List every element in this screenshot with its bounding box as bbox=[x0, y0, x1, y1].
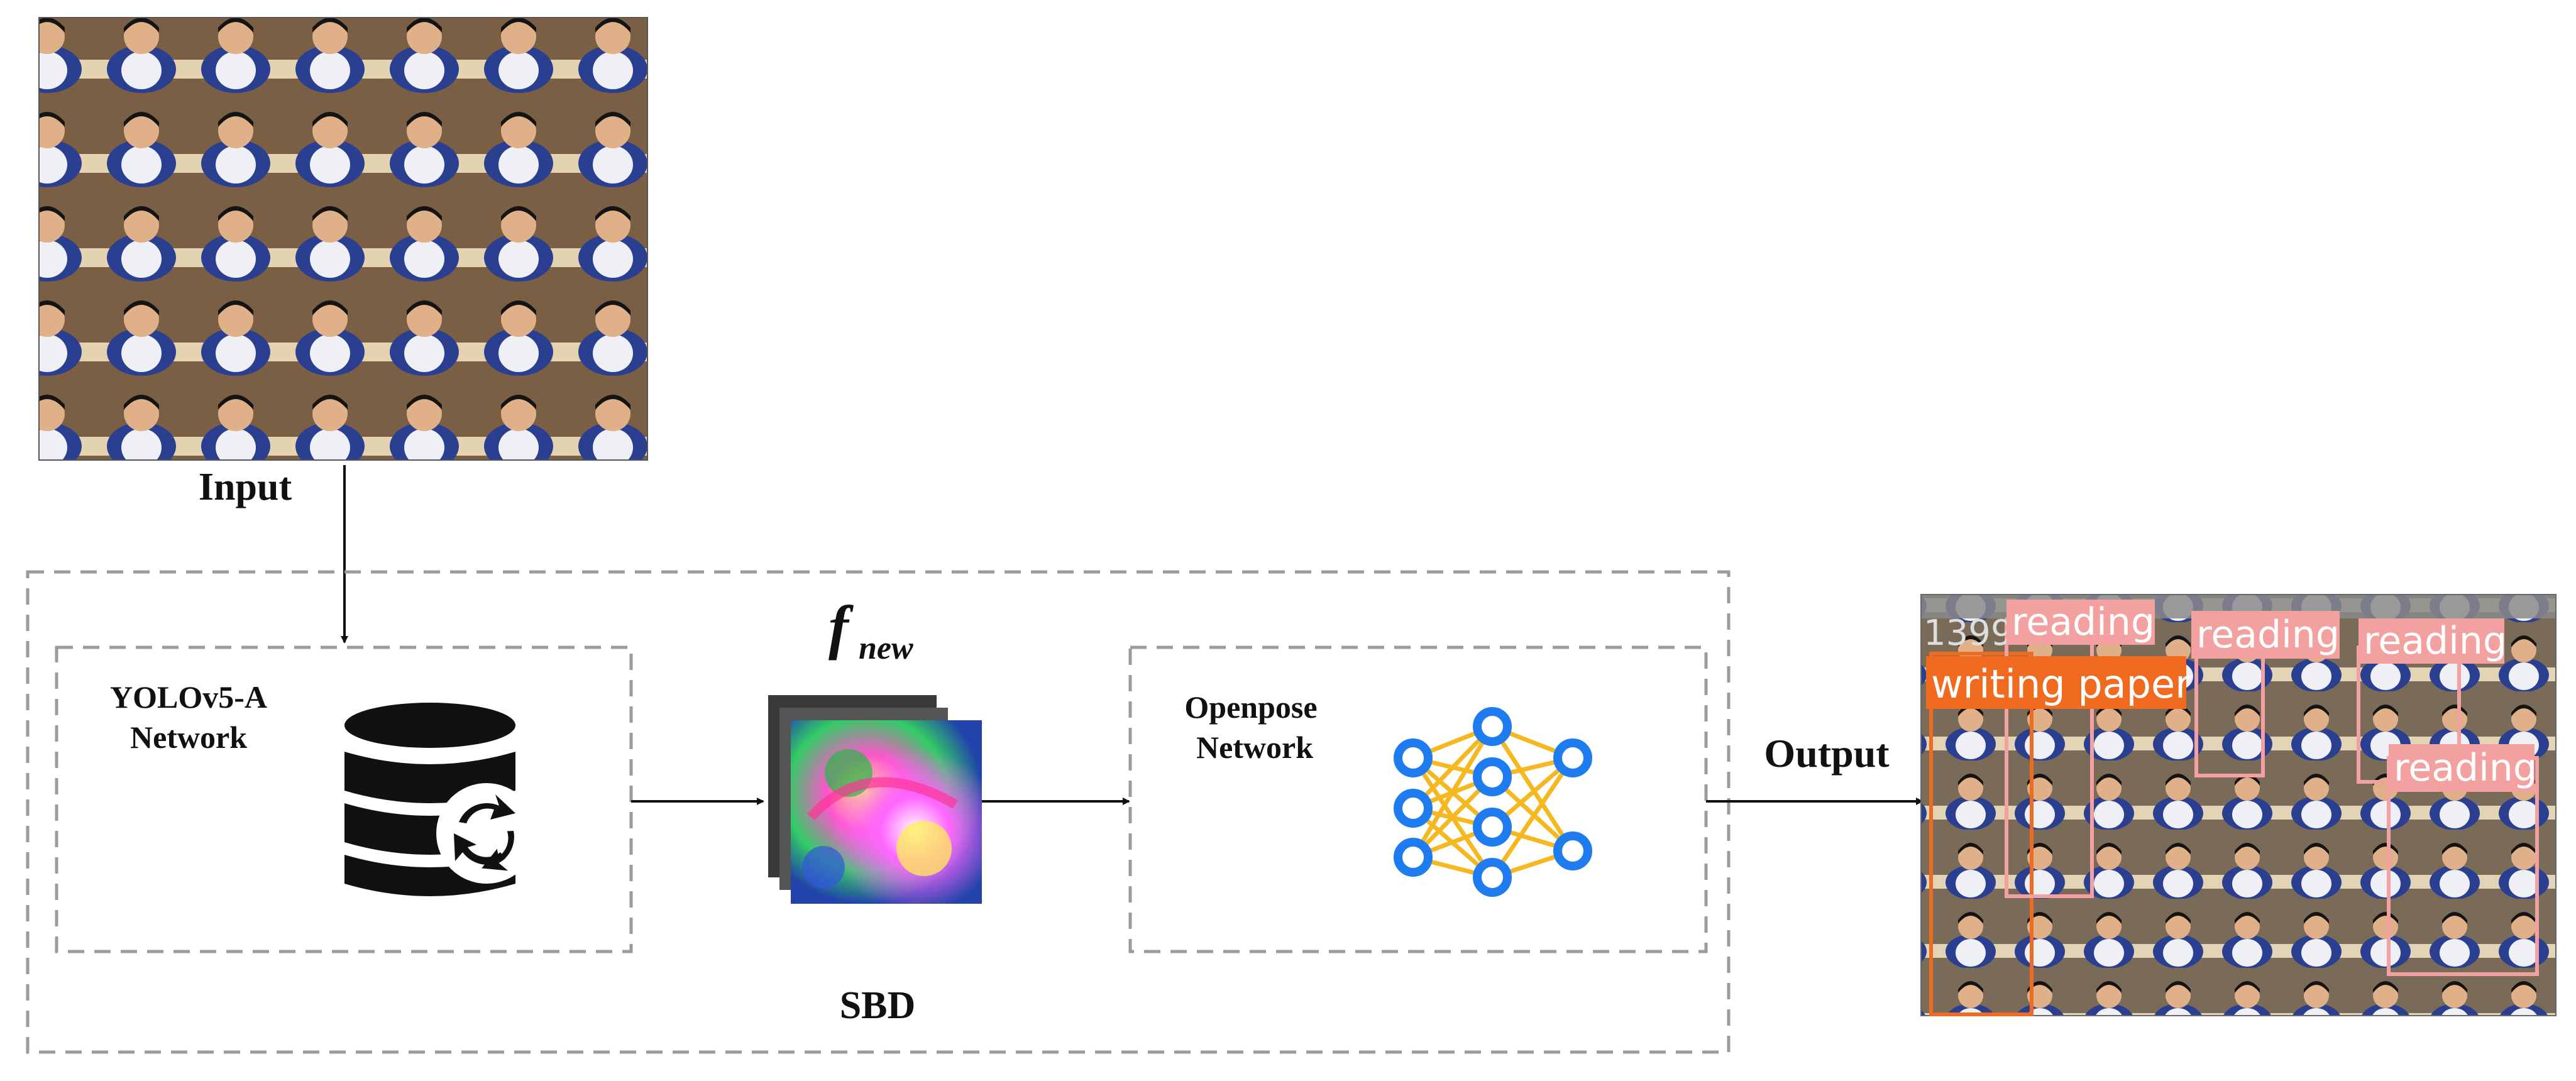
input-image bbox=[38, 17, 648, 461]
yolo-box bbox=[55, 645, 633, 953]
openpose-label-line2: Network bbox=[1196, 730, 1313, 765]
det-label-writing-paper: writing paper bbox=[1931, 661, 2191, 707]
input-label: Input bbox=[199, 466, 292, 508]
feature-subscript: new bbox=[859, 630, 913, 666]
feature-label: f new bbox=[828, 593, 913, 666]
feature-map-stack bbox=[768, 695, 982, 904]
det-label-reading-3: reading bbox=[2364, 619, 2507, 663]
neural-network-icon bbox=[1394, 707, 1592, 897]
database-recycle-icon bbox=[344, 703, 537, 896]
output-image: 1399 reading reading reading reading wri… bbox=[1920, 594, 2557, 1016]
sbd-container bbox=[26, 570, 1731, 1054]
feature-f-symbol: f bbox=[828, 593, 854, 661]
det-label-reading-4: reading bbox=[2394, 746, 2537, 790]
det-box-writing bbox=[1929, 652, 2034, 1016]
det-label-reading-2: reading bbox=[2196, 613, 2340, 657]
yolo-label-line2: Network bbox=[130, 720, 247, 755]
sbd-label: SBD bbox=[840, 984, 916, 1027]
openpose-label-line1: Openpose bbox=[1184, 689, 1317, 725]
det-id-text: 1399 bbox=[1924, 613, 2013, 654]
openpose-box bbox=[1128, 645, 1708, 953]
output-label: Output bbox=[1764, 731, 1890, 776]
det-label-reading-1: reading bbox=[2012, 600, 2155, 644]
yolo-label-line1: YOLOv5-A bbox=[110, 679, 267, 715]
